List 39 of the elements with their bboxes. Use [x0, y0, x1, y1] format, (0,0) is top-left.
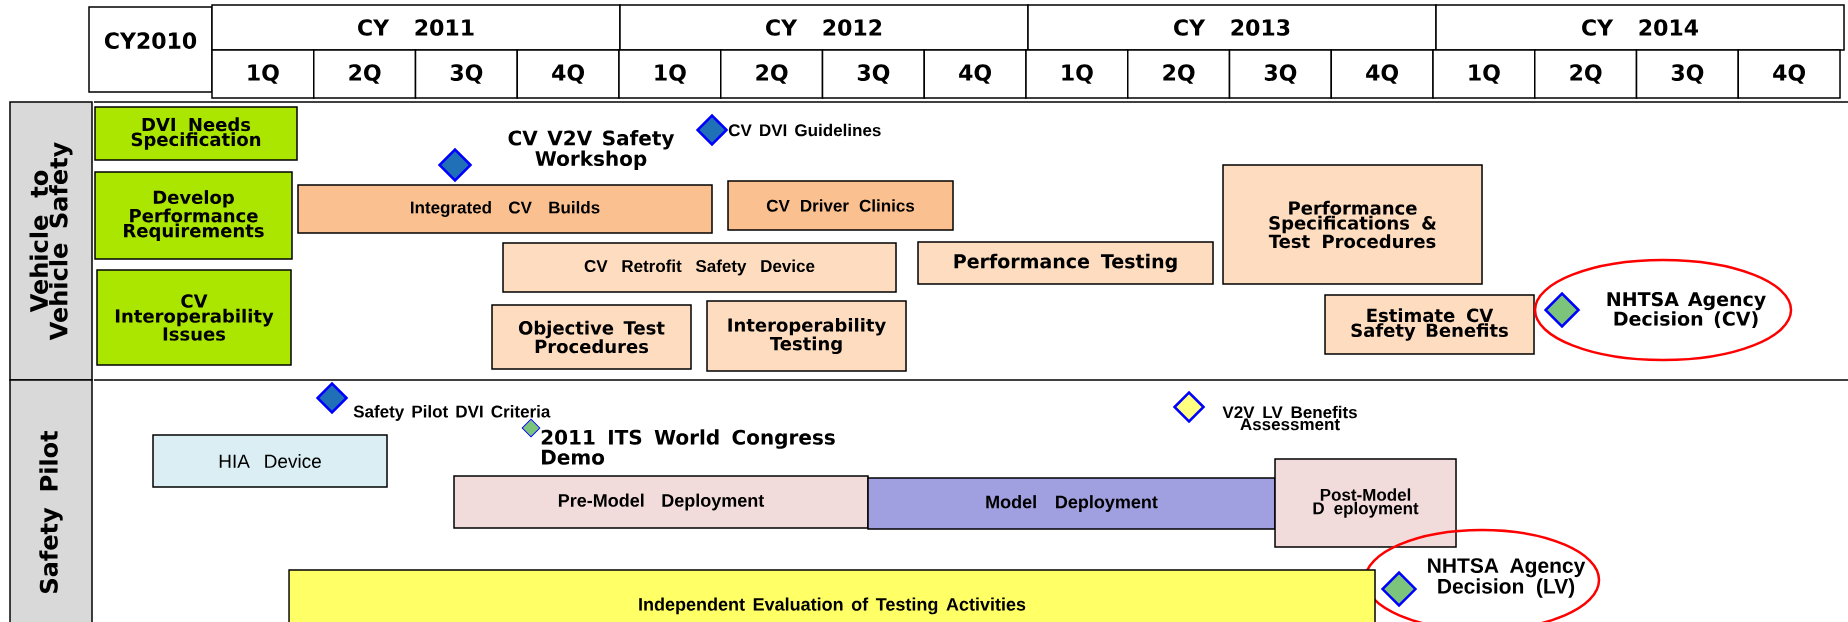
- header-cell: 4Q: [1737, 49, 1841, 99]
- task-box: Estimate CV Safety Benefits: [1324, 294, 1535, 355]
- header-cell: 4Q: [923, 49, 1027, 99]
- milestone-label: CV DVI Guidelines: [728, 123, 881, 137]
- header-cell: 2Q: [720, 49, 824, 99]
- task-bar: Independent Evaluation of Testing Activities: [288, 569, 1376, 622]
- task-box: DVI Needs Specification: [94, 106, 298, 161]
- header-cell: 3Q: [1228, 49, 1332, 99]
- milestone-label: 2011 ITS World Congress Demo: [541, 429, 835, 465]
- task-box: Develop Performance Requirements: [94, 171, 293, 260]
- task-bar: Performance Testing: [917, 241, 1214, 285]
- header-cell: 4Q: [1330, 49, 1434, 99]
- task-box: Post-Model D eployment: [1274, 458, 1457, 548]
- header-cell: 2Q: [313, 49, 417, 99]
- header-cell: 1Q: [618, 49, 722, 99]
- task-box: CV Interoperability Issues: [96, 269, 292, 366]
- task-bar: Model Deployment: [867, 477, 1276, 530]
- task-bar: CV Retrofit Safety Device: [502, 242, 897, 293]
- header-cell: 3Q: [821, 49, 925, 99]
- task-bar: HIA Device: [152, 434, 388, 488]
- task-bar: Pre-Model Deployment: [453, 475, 869, 529]
- task-bar: Integrated CV Builds: [297, 184, 713, 234]
- task-box: Interoperability Testing: [706, 300, 907, 372]
- row-header: Vehicle to Vehicle Safety: [9, 101, 93, 381]
- milestone-label: V2V LV Benefits Assessment: [1222, 405, 1357, 431]
- header-cell: 4Q: [516, 49, 620, 99]
- task-box: Objective Test Procedures: [491, 304, 692, 370]
- header-cell: 2Q: [1534, 49, 1638, 99]
- header-cell: 3Q: [1635, 49, 1739, 99]
- header-cell: 3Q: [414, 49, 518, 99]
- task-box: Performance Specifications & Test Procedures: [1222, 164, 1483, 285]
- row-header: Safety Pilot: [9, 379, 93, 622]
- header-cell: 1Q: [1025, 49, 1129, 99]
- milestone-label: Safety Pilot DVI Criteria: [353, 405, 551, 421]
- header-cell: 1Q: [1432, 49, 1536, 99]
- milestone-label: CV V2V Safety Workshop: [508, 130, 675, 170]
- header-cell: 1Q: [211, 49, 315, 99]
- header-cell: 2Q: [1127, 49, 1231, 99]
- task-bar: CV Driver Clinics: [727, 180, 954, 231]
